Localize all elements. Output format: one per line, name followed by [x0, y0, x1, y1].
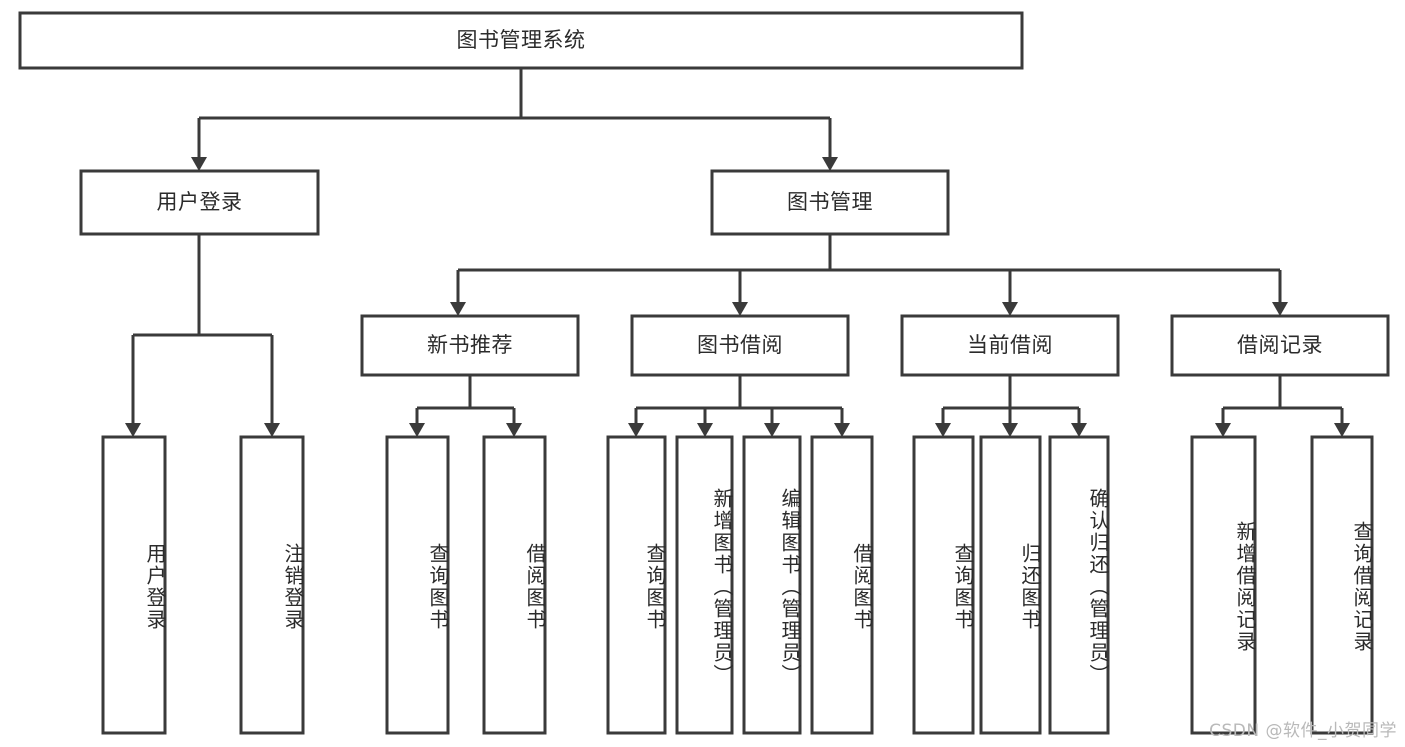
node-box-new-book-recommend[interactable] [360, 314, 580, 377]
arrow-head-icon [732, 302, 748, 316]
arrow-head-icon [697, 423, 713, 437]
node-box-root[interactable] [18, 11, 1024, 70]
arrow-head-icon [450, 302, 466, 316]
arrow-head-icon [628, 423, 644, 437]
node-box-leaf-borrow-book[interactable] [810, 435, 874, 735]
node-box-book-borrow[interactable] [630, 314, 850, 377]
arrow-head-icon [1002, 423, 1018, 437]
node-box-current-borrow[interactable] [900, 314, 1120, 377]
node-box-leaf-confirm-return[interactable] [1048, 435, 1110, 735]
watermark-text: CSDN @软件_小贺同学 [1209, 721, 1397, 741]
arrow-head-icon [1215, 423, 1231, 437]
arrow-head-icon [506, 423, 522, 437]
arrow-head-layer [125, 157, 1350, 437]
arrow-head-icon [822, 157, 838, 171]
connector-layer [131, 68, 1344, 424]
node-box-leaf-add-book[interactable] [675, 435, 734, 735]
arrow-head-icon [125, 423, 141, 437]
node-box-leaf-logout[interactable] [239, 435, 305, 735]
arrow-head-icon [935, 423, 951, 437]
arrow-head-icon [1071, 423, 1087, 437]
node-box-leaf-query-book-borrow[interactable] [606, 435, 667, 735]
arrow-head-icon [191, 157, 207, 171]
node-box-leaf-query-borrow-record[interactable] [1310, 435, 1374, 735]
node-box-leaf-add-borrow-record[interactable] [1190, 435, 1257, 735]
arrow-head-icon [1002, 302, 1018, 316]
node-box-leaf-return-book[interactable] [979, 435, 1042, 735]
arrow-head-icon [1334, 423, 1350, 437]
node-box-leaf-borrow-book-recommend[interactable] [482, 435, 547, 735]
node-box-book-manage[interactable] [710, 169, 950, 236]
node-box-leaf-edit-book[interactable] [742, 435, 802, 735]
arrow-head-icon [764, 423, 780, 437]
node-box-leaf-query-book-current[interactable] [912, 435, 975, 735]
node-box-user-login[interactable] [79, 169, 320, 236]
arrow-head-icon [834, 423, 850, 437]
arrow-head-icon [264, 423, 280, 437]
node-box-leaf-query-book-recommend[interactable] [385, 435, 450, 735]
node-box-leaf-user-login[interactable] [101, 435, 167, 735]
arrow-head-icon [409, 423, 425, 437]
arrow-head-icon [1272, 302, 1288, 316]
node-box-borrow-record[interactable] [1170, 314, 1390, 377]
node-box-layer [18, 11, 1390, 735]
